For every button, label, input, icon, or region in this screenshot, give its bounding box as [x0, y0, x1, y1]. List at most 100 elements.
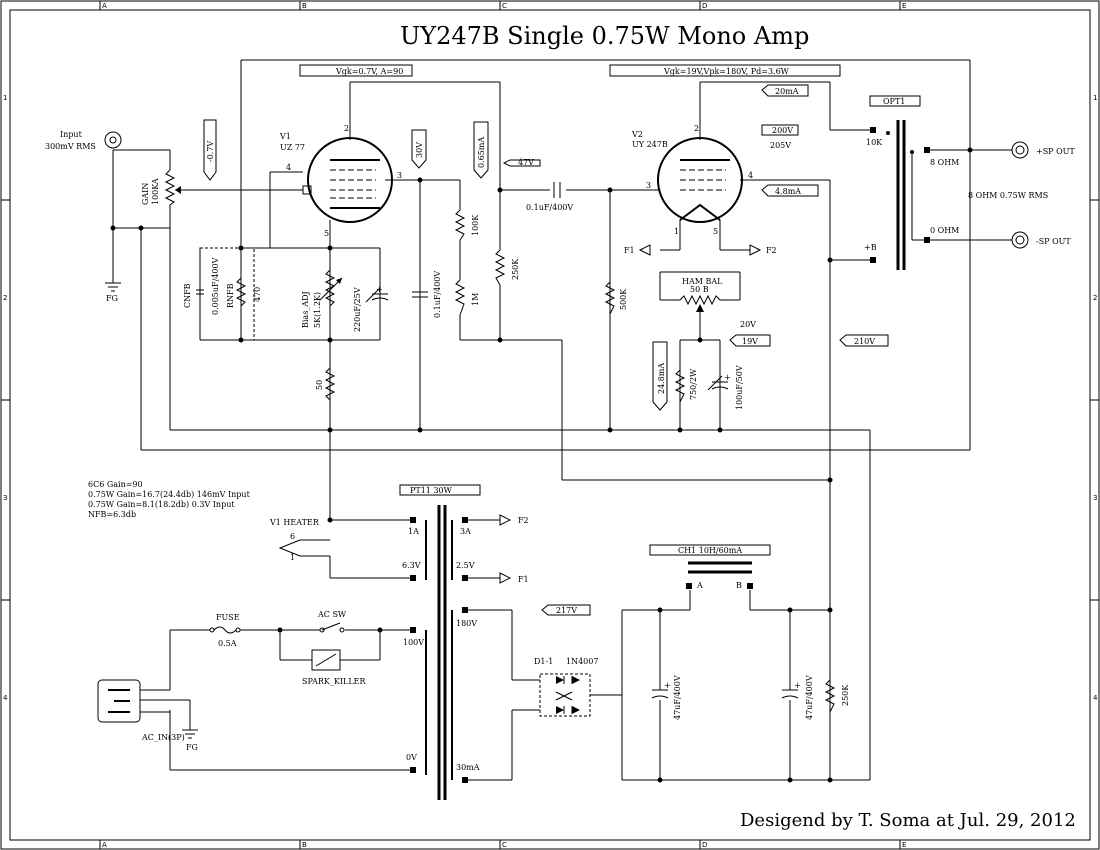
rectifier-name: D1-1 — [534, 657, 553, 666]
choke-terminal-b: B — [736, 581, 742, 590]
v2-plate-voltage-text: 205V — [770, 141, 791, 150]
col-label-e-bottom: E — [902, 841, 906, 849]
pt-tap-3a: 3A — [460, 527, 471, 536]
note-line-3: 0.75W Gain=8.1(18.2db) 0.3V Input — [88, 500, 235, 509]
heater-label: V1 HEATER — [269, 518, 320, 527]
rectifier-dc-voltage: 217V — [556, 606, 577, 615]
v2-bias-text: Vgk=19V,Vpk=180V, Pd=3.6W — [663, 67, 790, 76]
row-label-1: 1 — [3, 94, 7, 102]
v2-screen-current: 4.8mA — [775, 187, 801, 196]
col-label-c: C — [502, 2, 507, 10]
fuse-value: 0.5A — [218, 639, 237, 648]
note-line-4: NFB=6.3db — [88, 510, 136, 519]
input-jack: Input 300mV RMS FG — [45, 130, 122, 303]
v1-pin-screen: 3 — [397, 171, 402, 180]
ac-inlet: AC_IN(3P) FG — [97, 679, 198, 752]
gain-notes: 6C6 Gain=90 0.75W Gain=16.7(24.4db) 146m… — [88, 480, 251, 519]
opt-rating: 8 OHM 0.75W RMS — [968, 191, 1048, 200]
v1-ref: V1 — [279, 132, 291, 141]
row-label-4: 4 — [3, 694, 8, 702]
v2-bias-label: Vgk=19V,Vpk=180V, Pd=3.6W — [609, 64, 841, 77]
svg-text:+: + — [664, 681, 671, 690]
v1-cathode-resistor: 50 — [315, 367, 336, 401]
col-label-b-bottom: B — [302, 841, 307, 849]
v1-tube: V1 UZ 77 4 2 3 5 — [279, 124, 402, 238]
nfb-network: CNFB 0.005uF/400V RNFB 470 — [183, 247, 262, 341]
ac-switch: AC SW — [317, 610, 347, 633]
v1-screen-capacitor: 0.1uF/400V — [412, 271, 442, 318]
r-1m: 1M — [471, 293, 480, 306]
designer-credit: Desigend by T. Soma at Jul. 29, 2012 — [740, 810, 1076, 831]
psu-capacitor-1: + 47uF/400V — [651, 675, 682, 720]
opt-primary: 10K — [866, 138, 883, 147]
ac-inlet-label: AC_IN(3P) — [141, 733, 185, 742]
hum-bal-value: 50 B — [690, 285, 709, 294]
v1-bias-adjust: Bias_ADJ 5K(1.2K) — [301, 269, 343, 328]
v1-bias-label: Vgk=0.7V, A=90 — [299, 64, 413, 77]
note-line-1: 6C6 Gain=90 — [88, 480, 143, 489]
col-label-a: A — [102, 2, 107, 10]
choke: CH1 10H/60mA A B — [649, 544, 771, 590]
heater-pin-b: 1 — [290, 553, 295, 562]
input-level: 300mV RMS — [45, 142, 96, 151]
row-label-2-right: 2 — [1093, 294, 1097, 302]
output-transformer: OPT1 10K +B 8 OHM 0 OHM 8 OHM 0.75W RMS … — [864, 95, 1075, 270]
v2-cathode-voltage: 20V 19V — [729, 320, 771, 347]
fuse: FUSE 0.5A — [209, 613, 241, 648]
col-label-d-bottom: D — [702, 841, 707, 849]
hum-balance-pot: HAM BAL 50 B — [679, 277, 723, 312]
v1-pin-plate: 2 — [344, 124, 349, 133]
v1-grid-voltage: -0.7V — [206, 141, 215, 162]
col-label-a-bottom: A — [102, 841, 107, 849]
v1-cathode-res: 50 — [315, 380, 324, 390]
v1-pin-cathode: 5 — [324, 229, 329, 238]
v2-cathode-current: 24.8mA — [657, 363, 666, 394]
spark-killer: SPARK_KILLER — [302, 649, 367, 686]
gain-potentiometer: GAIN 100KA — [141, 169, 181, 206]
fuse-name: FUSE — [216, 613, 240, 622]
opt-b-plus: +B — [864, 243, 877, 252]
opt-tap-0: 0 OHM — [930, 226, 959, 235]
v2-tube: V2 UY 247B 3 2 4 1 5 — [631, 124, 753, 236]
v2-cathode-voltage-box: 19V — [742, 337, 758, 346]
row-label-4-right: 4 — [1093, 694, 1098, 702]
pt-f2: F2 — [518, 516, 529, 525]
v2-cathode-capacitor: + 100uF/50V — [707, 365, 744, 410]
pt-tap-1a: 1A — [408, 527, 419, 536]
nfb-cap-value: 0.005uF/400V — [211, 257, 220, 315]
psu-capacitor-2: + 47uF/400V — [781, 675, 814, 720]
v2-grid-resistor: 500K — [604, 281, 628, 315]
grid-voltage-flag: -0.7V — [203, 119, 217, 181]
pt-tap-30ma: 30mA — [456, 763, 480, 772]
bleeder-res: 250K — [841, 684, 850, 706]
v1-current-flag: 0.65mA — [473, 121, 489, 179]
note-line-2: 0.75W Gain=16.7(24.4db) 146mV Input — [88, 490, 251, 499]
v1-plate-resistor: 250K — [494, 249, 520, 286]
v2-pin-f1: 1 — [674, 227, 679, 236]
v2-plate-current: 20mA — [775, 87, 799, 96]
v2-f1-label: F1 — [624, 246, 635, 255]
sp-plus-out: +SP OUT — [1036, 147, 1075, 156]
nfb-cap-name: CNFB — [183, 283, 192, 308]
choke-name: CH1 10H/60mA — [678, 546, 742, 555]
pt-f1: F1 — [518, 575, 529, 584]
pt-tap-63: 6.3V — [402, 561, 421, 570]
pt-name: PT11 30W — [410, 486, 453, 495]
r-250k: 250K — [511, 258, 520, 280]
wiring — [112, 59, 1012, 781]
v1-bias-text: Vgk=0.7V, A=90 — [335, 67, 403, 76]
ac-inlet-ground: FG — [186, 743, 198, 752]
col-label-b: B — [302, 2, 307, 10]
bleeder-resistor: 250K — [824, 679, 850, 713]
rectifier-bridge: D1-1 1N4007 — [534, 657, 598, 717]
heater-pin-a: 6 — [290, 532, 295, 541]
coupling-cap-value: 0.1uF/400V — [526, 203, 573, 212]
row-label-3-right: 3 — [1093, 494, 1097, 502]
hum-bal-name: HAM BAL — [682, 277, 723, 286]
v1-type: UZ 77 — [280, 143, 305, 152]
v1-cathode-cap: 220uF/25V — [353, 287, 362, 332]
input-ground-label: FG — [106, 294, 118, 303]
v1-current: 0.65mA — [477, 137, 486, 168]
